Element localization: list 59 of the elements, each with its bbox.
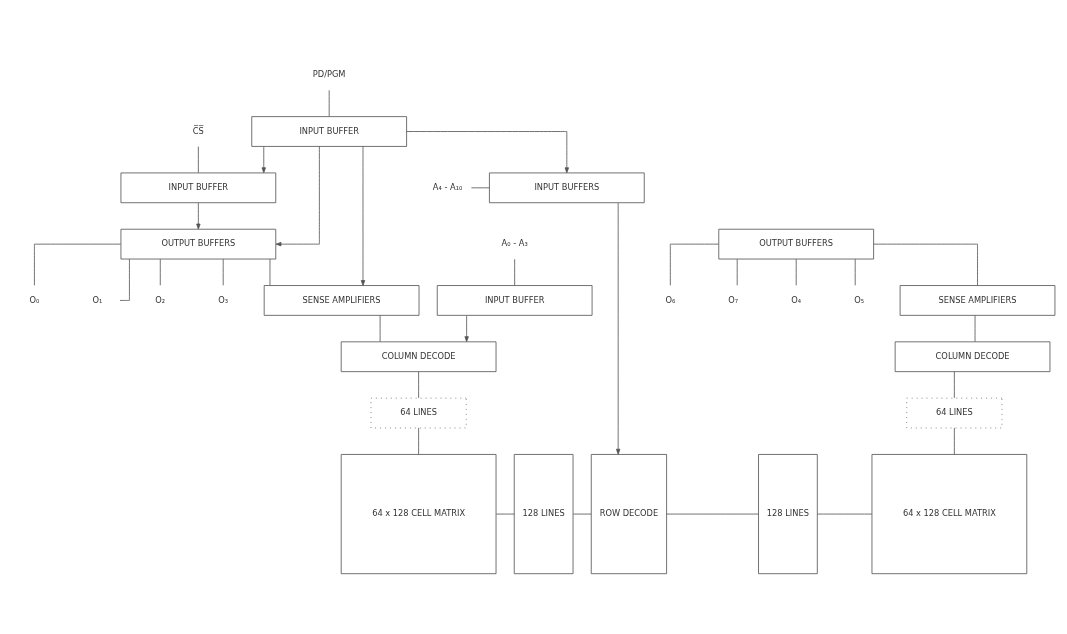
arrow [196,202,201,230]
node-box: INPUT BUFFER [251,116,408,147]
node-box: 64 x 128 CELL MATRIX [340,454,497,575]
node-box: ROW DECODE [590,454,668,575]
node-box: OUTPUT BUFFERS [120,228,277,260]
connector [495,513,515,515]
node-box: 128 LINES [513,454,574,575]
connector [222,258,224,286]
connector [669,243,720,286]
node-text: A₄ - A₁₀ [432,181,463,192]
node-text: C̅S̅ [192,125,204,136]
arrow [275,146,320,247]
node-box: INPUT BUFFERS [489,172,645,204]
arrow [616,202,621,455]
node-text: O₇ [728,294,739,305]
node-box: 128 LINES [758,454,818,575]
connector [666,513,759,515]
connector [953,427,955,455]
node-text: A₀ - A₃ [501,238,528,249]
connector [795,258,797,286]
connector [817,513,873,515]
connector [328,89,330,117]
connector [379,315,381,343]
arrow [261,146,266,174]
node-box: SENSE AMPLIFIERS [899,285,1056,316]
connector [572,513,592,515]
node-box: COLUMN DECODE [340,341,497,373]
connector [34,243,122,286]
connector [418,427,420,455]
connector [418,371,420,399]
node-text: O₄ [791,294,802,305]
node-box: 64 LINES [370,397,467,429]
node-box: INPUT BUFFER [120,172,277,204]
node-box: SENSE AMPLIFIERS [263,285,420,316]
node-text: O₀ [29,294,40,305]
connector [974,315,976,343]
connector [269,258,271,286]
connector [159,258,161,286]
arrow [464,315,469,343]
node-text: O₅ [854,294,865,305]
node-text: O₁ [92,294,103,305]
connector [736,258,738,286]
node-box: 64 x 128 CELL MATRIX [871,454,1028,575]
node-text: O₃ [218,294,229,305]
node-box: INPUT BUFFER [436,285,593,316]
arrow [406,131,569,174]
node-text: O₆ [665,294,676,305]
connector [514,258,516,286]
connector [873,243,978,286]
node-text: PD/PGM [312,69,346,80]
node-box: COLUMN DECODE [894,341,1051,373]
arrow [360,146,366,286]
connector [471,187,490,189]
connector [953,371,955,399]
connector [197,146,199,174]
connector [854,258,856,286]
node-text: O₂ [155,294,166,305]
node-box: 64 LINES [906,397,1003,429]
node-box: OUTPUT BUFFERS [718,228,875,260]
